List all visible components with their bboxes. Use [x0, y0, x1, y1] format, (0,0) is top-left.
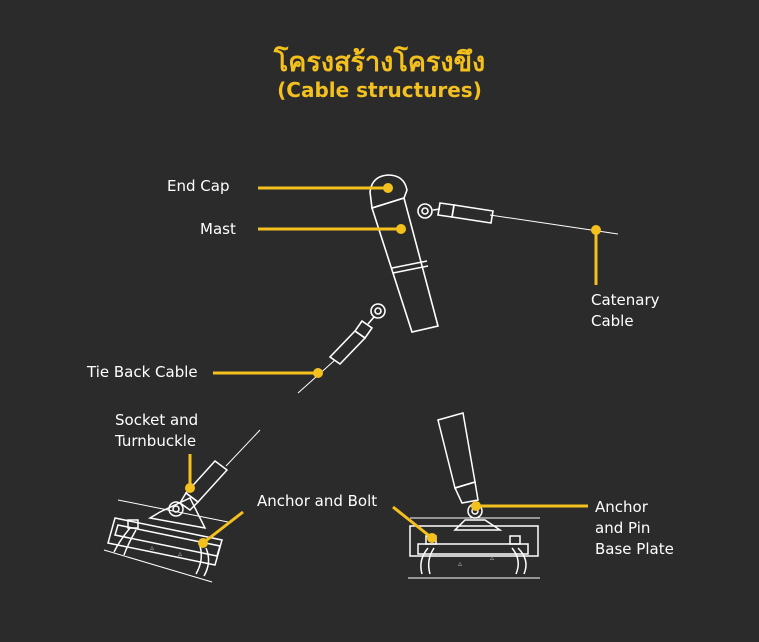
end-cap-dot	[383, 183, 393, 193]
catenary-socket	[437, 202, 455, 218]
label-socket-line2: Turnbuckle	[115, 432, 197, 450]
callout-leaders	[185, 183, 601, 548]
pin-mast-stub	[437, 412, 476, 489]
label-end-cap: End Cap	[167, 177, 230, 195]
anchor-bolt-dot-left	[198, 538, 208, 548]
svg-text:▵: ▵	[150, 543, 154, 552]
anchor-bolt-leader-right	[392, 505, 433, 540]
tieback-socket	[353, 319, 374, 340]
page-title: โครงสร้างโครงขึง	[273, 47, 486, 78]
pin-base-slab	[409, 525, 539, 557]
label-catenary-cable: Catenary Cable	[591, 290, 660, 332]
label-tie-back-cable: Tie Back Cable	[87, 363, 198, 381]
catenary-dot	[591, 225, 601, 235]
label-anchor-pin-base-plate: Anchor and Pin Base Plate	[595, 497, 674, 560]
svg-text:▵: ▵	[458, 559, 462, 568]
label-catenary-line1: Catenary	[591, 291, 660, 309]
pin-anchor: ▵ ▵	[408, 412, 540, 579]
label-anchor-pin-line1: Anchor	[595, 498, 648, 516]
tieback-turnbuckle	[328, 329, 367, 366]
mast-pin-top	[417, 203, 433, 219]
label-socket-turnbuckle: Socket and Turnbuckle	[115, 410, 198, 452]
label-anchor-bolt: Anchor and Bolt	[257, 492, 378, 510]
page-subtitle: (Cable structures)	[277, 78, 482, 102]
tieback-dot	[313, 368, 323, 378]
label-socket-line1: Socket and	[115, 411, 199, 429]
anchor-bolt-dot-right	[427, 533, 437, 543]
mast-pin-bottom	[370, 303, 386, 319]
inclined-turnbuckle	[184, 459, 229, 504]
socket-dot	[185, 483, 195, 493]
mast-assembly	[297, 174, 619, 394]
svg-text:▵: ▵	[178, 549, 182, 558]
mast-dot	[396, 224, 406, 234]
label-mast: Mast	[200, 220, 236, 238]
anchor-pin-dot	[471, 501, 481, 511]
inclined-base-slab	[107, 517, 223, 566]
label-anchor-pin-line3: Base Plate	[595, 540, 674, 558]
label-catenary-line2: Cable	[591, 312, 634, 330]
inclined-anchor: ▵ ▵	[103, 429, 261, 583]
catenary-turnbuckle	[451, 204, 494, 224]
svg-text:▵: ▵	[490, 553, 494, 562]
label-anchor-pin-line2: and Pin	[595, 519, 651, 537]
end-cap	[369, 174, 408, 210]
anchor-bolt-leader-left	[202, 510, 244, 545]
